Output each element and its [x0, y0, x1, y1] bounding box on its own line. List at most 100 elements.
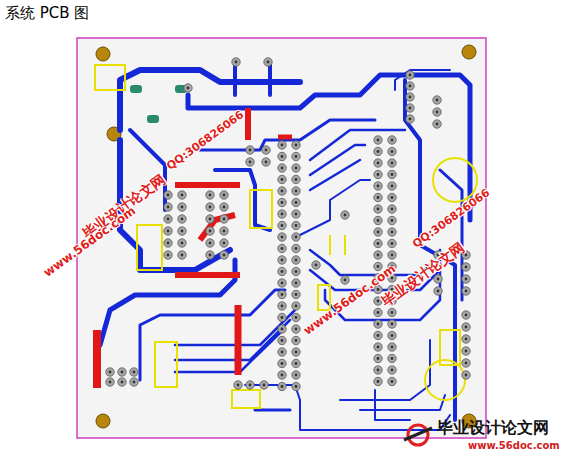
pad-hole — [409, 118, 412, 121]
pad — [388, 331, 396, 339]
pad-hole — [391, 254, 394, 257]
pad — [292, 187, 300, 195]
pad-hole — [295, 213, 298, 216]
pad-hole — [391, 369, 394, 372]
pad-hole — [281, 144, 284, 147]
pad-hole — [391, 357, 394, 360]
pad — [388, 193, 396, 201]
pad — [462, 287, 470, 295]
pad-hole — [465, 266, 468, 269]
pad-hole — [237, 384, 240, 387]
pad — [374, 147, 382, 155]
pad-hole — [377, 231, 380, 234]
pad — [178, 203, 186, 211]
pad — [374, 182, 382, 190]
pad — [406, 71, 414, 79]
pad-hole — [249, 384, 252, 387]
pad — [292, 175, 300, 183]
pad-hole — [391, 334, 394, 337]
pad — [278, 348, 286, 356]
pad — [206, 215, 214, 223]
pad-hole — [295, 247, 298, 250]
pad — [374, 366, 382, 374]
pad — [462, 263, 470, 271]
pad — [278, 325, 286, 333]
pad — [462, 275, 470, 283]
pad — [406, 115, 414, 123]
pad — [374, 251, 382, 259]
pad-hole — [391, 173, 394, 176]
pad-hole — [281, 247, 284, 250]
pad — [164, 251, 172, 259]
pad-hole — [377, 265, 380, 268]
pad-hole — [223, 254, 226, 257]
pad-hole — [295, 282, 298, 285]
pad — [220, 203, 228, 211]
pad — [278, 382, 286, 390]
pad — [292, 164, 300, 172]
pad-hole — [121, 381, 124, 384]
pad — [278, 279, 286, 287]
pad-hole — [465, 326, 468, 329]
pad — [292, 359, 300, 367]
pad — [206, 227, 214, 235]
pad-hole — [436, 111, 439, 114]
pad — [278, 141, 286, 149]
pad-hole — [209, 230, 212, 233]
pad-hole — [377, 380, 380, 383]
pad — [292, 279, 300, 287]
pad-hole — [295, 374, 298, 377]
pad-hole — [281, 362, 284, 365]
pad-hole — [437, 290, 440, 293]
pad-hole — [377, 334, 380, 337]
pad-hole — [187, 87, 190, 90]
pad — [130, 368, 138, 376]
pad — [220, 251, 228, 259]
pad-hole — [391, 277, 394, 280]
pad-hole — [281, 282, 284, 285]
pad-hole — [409, 107, 412, 110]
pad-hole — [281, 259, 284, 262]
pad — [278, 371, 286, 379]
pad-hole — [391, 311, 394, 314]
pad — [292, 348, 300, 356]
pad — [178, 251, 186, 259]
pad-hole — [133, 381, 136, 384]
pad-hole — [377, 346, 380, 349]
pad-hole — [377, 185, 380, 188]
pad — [178, 227, 186, 235]
pad-hole — [377, 369, 380, 372]
pad — [264, 58, 272, 66]
pad — [106, 378, 114, 386]
pad — [292, 371, 300, 379]
pad-hole — [295, 293, 298, 296]
pad-hole — [223, 242, 226, 245]
pad-hole — [295, 385, 298, 388]
pad-hole — [209, 254, 212, 257]
pad-hole — [281, 293, 284, 296]
pad-hole — [295, 167, 298, 170]
pad — [292, 141, 300, 149]
pad-hole — [181, 254, 184, 257]
pad — [246, 158, 254, 166]
pad-hole — [295, 224, 298, 227]
pad-hole — [377, 150, 380, 153]
pad — [278, 210, 286, 218]
component-pads — [106, 58, 470, 391]
pad-hole — [281, 374, 284, 377]
pad — [278, 313, 286, 321]
pad-hole — [377, 311, 380, 314]
pad — [206, 191, 214, 199]
pad-hole — [377, 196, 380, 199]
pad-hole — [344, 279, 347, 282]
pad-hole — [391, 231, 394, 234]
pad — [388, 159, 396, 167]
pad — [433, 96, 441, 104]
pad — [278, 290, 286, 298]
pad — [118, 368, 126, 376]
pad-hole — [391, 196, 394, 199]
pad — [178, 239, 186, 247]
pad — [388, 216, 396, 224]
pad-hole — [133, 371, 136, 374]
logo-text: www.56doc.com — [468, 441, 560, 451]
